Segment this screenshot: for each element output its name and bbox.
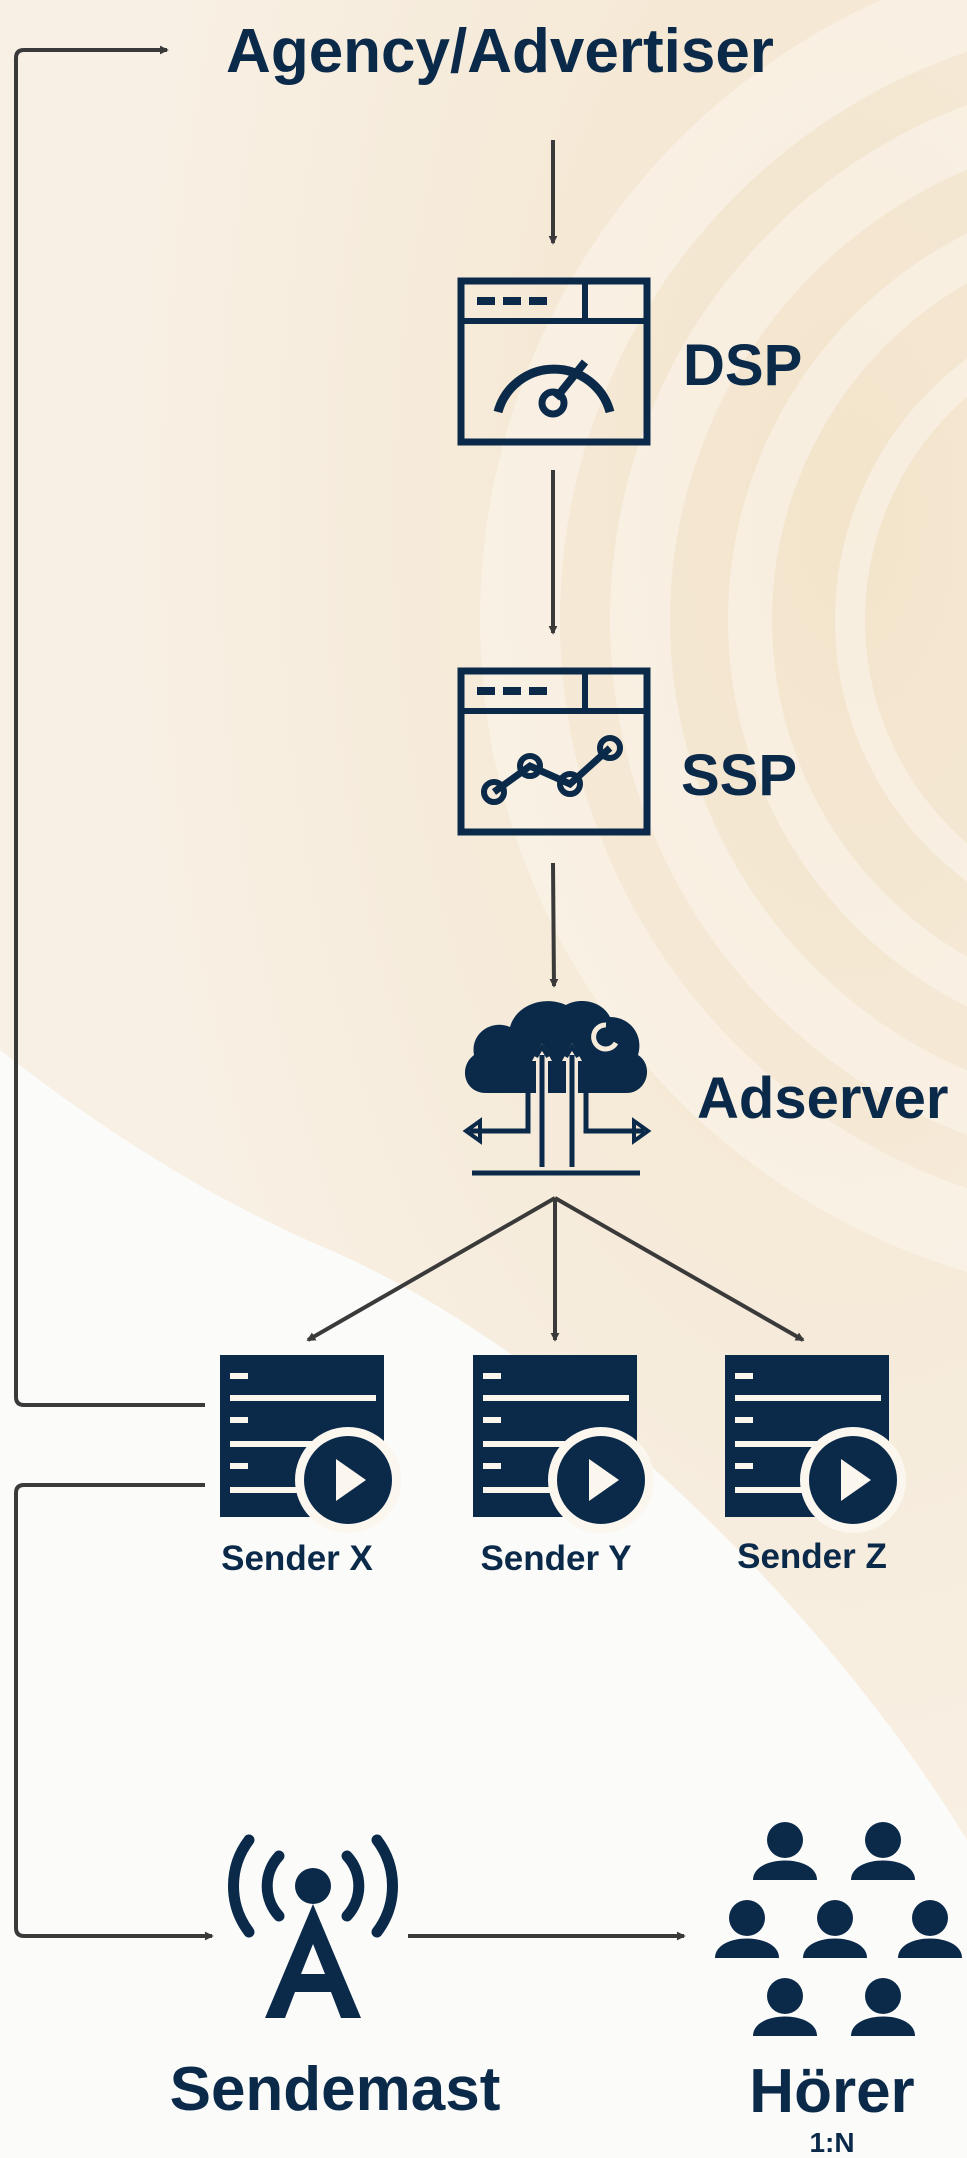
audience-group-icon xyxy=(715,1822,962,2036)
arrow-ssp-to-adserver xyxy=(549,862,559,988)
arrow-sender-x-to-agency xyxy=(14,45,205,1407)
connectors xyxy=(14,45,805,1941)
node-dsp-label: DSP xyxy=(683,333,802,398)
node-sender-z: Sender Z xyxy=(725,1355,906,1576)
line-graph-window-icon xyxy=(457,667,651,836)
media-server-play-icon xyxy=(725,1355,906,1533)
node-sender-x: Sender X xyxy=(220,1355,401,1578)
node-hoerer: Hörer 1:N xyxy=(715,1822,962,2158)
node-sender-z-label: Sender Z xyxy=(737,1537,887,1576)
node-agency-label: Agency/Advertiser xyxy=(226,17,774,86)
node-sendemast-label: Sendemast xyxy=(170,2055,501,2124)
node-hoerer-label: Hörer xyxy=(749,2057,914,2126)
node-sender-x-label: Sender X xyxy=(221,1539,373,1578)
node-hoerer-ratio: 1:N xyxy=(809,2127,854,2158)
media-server-play-icon xyxy=(220,1355,401,1533)
node-sender-y-label: Sender Y xyxy=(480,1539,631,1578)
node-ssp: SSP xyxy=(457,667,797,836)
dashboard-gauge-window-icon xyxy=(457,277,651,446)
arrow-adserver-to-sender-x xyxy=(306,1196,556,1342)
cloud-upload-arrows-icon xyxy=(462,1001,652,1176)
node-ssp-label: SSP xyxy=(681,743,797,808)
media-server-play-icon xyxy=(473,1355,654,1533)
arrow-adserver-to-sender-z xyxy=(554,1196,805,1342)
node-sender-y: Sender Y xyxy=(473,1355,654,1578)
arrow-sender-x-to-sendemast xyxy=(14,1483,214,1941)
node-adserver: Adserver xyxy=(462,1001,948,1176)
node-adserver-label: Adserver xyxy=(697,1066,948,1131)
node-dsp: DSP xyxy=(457,277,802,446)
